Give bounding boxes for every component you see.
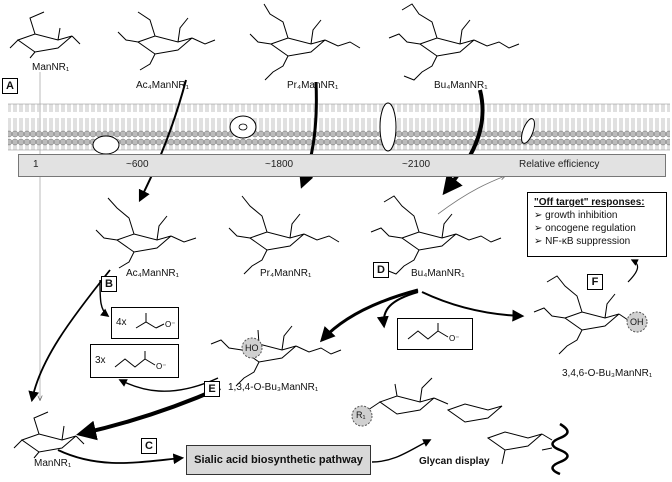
label-pr4-top: Pr₄ManNR₁ <box>287 80 339 91</box>
membrane-protein <box>92 135 120 155</box>
r-group-highlight <box>351 405 373 427</box>
arrow-b-acetate <box>99 279 110 318</box>
label-ac4-top: Ac₄ManNR₁ <box>136 80 190 91</box>
efficiency-value: ~600 <box>126 159 149 170</box>
ring-pr4-top <box>269 37 326 57</box>
arrow-pr4-uptake <box>299 81 318 189</box>
arrow-to-sialic <box>57 449 185 465</box>
sialic-acid-pathway-box: Sialic acid biosynthetic pathway <box>186 445 371 475</box>
ring-sialic <box>378 395 435 415</box>
off-target-item: ➢ growth inhibition <box>534 210 618 221</box>
label-bu3-134: 1,3,4-O-Bu₃ManNR₁ <box>228 382 319 393</box>
ring-ac4-top <box>136 35 193 55</box>
ring-man-top <box>16 33 73 53</box>
svg-text:O⁻: O⁻ <box>156 362 166 371</box>
arrow-e-to-butyrate <box>118 377 219 392</box>
svg-text:O⁻: O⁻ <box>449 334 459 343</box>
hydroxyl-highlight <box>626 311 648 333</box>
arrow-b-hydrolysis <box>28 269 111 403</box>
butyrate-box-left: 3x O⁻ <box>90 344 179 378</box>
efficiency-value: ~1800 <box>265 159 294 170</box>
butyrate-structure: O⁻ <box>407 323 459 343</box>
acetate-box: 4x O⁻ <box>111 307 179 339</box>
ring-pr4-in <box>248 231 305 251</box>
membrane-protein <box>521 118 535 144</box>
acetate-multiplier: 4x <box>116 317 127 328</box>
arrow-d-to-butyrate <box>376 291 419 329</box>
efficiency-label: Relative efficiency <box>519 159 600 170</box>
off-target-item: ➢ oncogene regulation <box>534 223 636 234</box>
efficiency-bar <box>18 154 666 177</box>
arrow-off-target <box>437 176 505 215</box>
ring-ac4-in <box>115 233 172 253</box>
label-man-top: ManNR₁ <box>32 62 70 73</box>
label-pr4-in: Pr₄ManNR₁ <box>260 268 312 279</box>
arrow-bu4-uptake <box>442 89 485 196</box>
panel-label-f: F <box>587 274 603 290</box>
arrow-to-glycan <box>371 439 432 463</box>
butyrate-structure: O⁻ <box>114 351 166 371</box>
hydroxyl-highlight <box>241 337 263 359</box>
label-bu4-in: Bu₄ManNR₁ <box>411 268 465 279</box>
ring-bu3-346 <box>563 311 620 331</box>
acetate-structure: O⁻ <box>135 313 175 329</box>
ring-bu4-in <box>400 231 457 251</box>
arrow-e-to-man <box>76 386 221 441</box>
efficiency-value: ~2100 <box>402 159 431 170</box>
panel-label-d: D <box>373 262 389 278</box>
hydroxyl-text: HO <box>245 343 259 353</box>
arrow-d-to-f <box>421 291 525 322</box>
butyrate-multiplier: 3x <box>95 355 106 366</box>
label-bu4-top: Bu₄ManNR₁ <box>434 80 488 91</box>
label-ac4-in: Ac₄ManNR₁ <box>126 268 180 279</box>
off-target-box: "Off target" responses: ➢ growth inhibit… <box>527 192 667 257</box>
butyrate-box-right: O⁻ <box>397 318 473 350</box>
panel-label-e: E <box>204 381 220 397</box>
label-bu3-346: 3,4,6-O-Bu₃ManNR₁ <box>562 368 653 379</box>
ring-bu4-top <box>418 37 475 57</box>
ring-galnac <box>486 431 543 451</box>
hydroxyl-text: OH <box>630 317 644 327</box>
panel-label-c: C <box>141 438 157 454</box>
membrane-protein <box>379 102 397 152</box>
off-target-title: "Off target" responses: <box>534 197 645 208</box>
glycoprotein-helix <box>551 422 569 476</box>
efficiency-value: 1 <box>33 159 39 170</box>
svg-text:O⁻: O⁻ <box>165 320 175 329</box>
glycan-display-label: Glycan display <box>419 456 490 467</box>
r-group-text: R₁ <box>356 410 366 420</box>
panel-label-a: A <box>2 78 18 94</box>
arrow-f-off-target <box>627 259 639 283</box>
panel-label-b: B <box>101 276 117 292</box>
off-target-item: ➢ NF-κB suppression <box>534 236 631 247</box>
ring-gal <box>446 403 503 423</box>
label-man-bottom: ManNR₁ <box>34 458 72 469</box>
arrow-d-to-e <box>319 288 419 343</box>
ring-man-bottom <box>20 433 77 453</box>
